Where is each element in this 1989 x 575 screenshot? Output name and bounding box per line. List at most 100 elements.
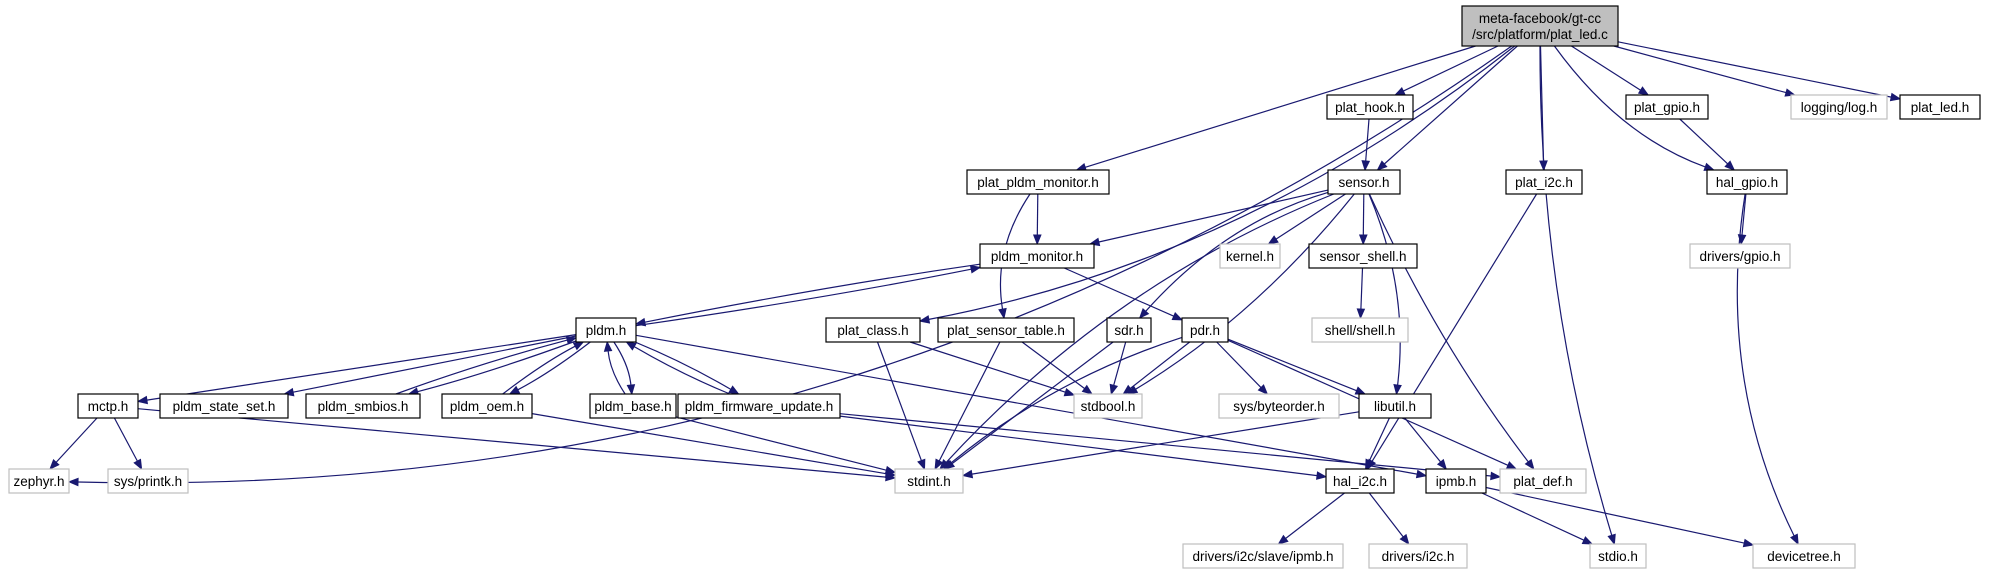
node-root[interactable]: meta-facebook/gt-cc/src/platform/plat_le… [1461, 5, 1619, 47]
edge-pldm-base-to-pldm [607, 350, 626, 395]
edge-arrowhead [1415, 469, 1428, 479]
node-pdr[interactable]: pdr.h [1181, 317, 1229, 343]
node-hal-gpio[interactable]: hal_gpio.h [1706, 169, 1788, 195]
edge-root-to-hal-gpio [1553, 45, 1706, 168]
node-i2c-slave-ipmb: drivers/i2c/slave/ipmb.h [1182, 543, 1344, 569]
edge-pldm-to-pldm-firmware-update [634, 341, 732, 390]
node-ipmb[interactable]: ipmb.h [1425, 468, 1487, 494]
edge-libutil-to-ipmb [1404, 417, 1442, 463]
node-pldm-smbios[interactable]: pldm_smbios.h [305, 393, 421, 419]
node-box [1218, 393, 1340, 419]
node-label: logging/log.h [1801, 100, 1878, 115]
edge-plat-sensor-table-to-stdint [938, 341, 1001, 462]
node-label: devicetree.h [1767, 549, 1841, 564]
node-plat-hook[interactable]: plat_hook.h [1326, 94, 1414, 120]
edge-arrowhead [942, 459, 954, 470]
node-pldm-firmware-update[interactable]: pldm_firmware_update.h [677, 393, 841, 419]
edge-arrowhead [1742, 538, 1755, 548]
edge-pldm-firmware-update-to-pldm [633, 346, 731, 395]
edge-arrowhead [603, 340, 613, 352]
node-box [1106, 317, 1152, 343]
node-plat-gpio[interactable]: plat_gpio.h [1625, 94, 1709, 120]
node-box [677, 393, 841, 419]
edge-pldm-firmware-update-to-plat-def [839, 413, 1492, 477]
node-box [1181, 317, 1229, 343]
node-box [1325, 468, 1395, 494]
node-label: drivers/gpio.h [1699, 249, 1780, 264]
node-box [1308, 243, 1418, 269]
node-logging: logging/log.h [1790, 94, 1888, 120]
node-label: pldm.h [586, 323, 627, 338]
edge-arrowhead [1436, 458, 1448, 471]
node-shell: shell/shell.h [1311, 317, 1409, 343]
edge-pldm-base-to-stdint [675, 416, 887, 471]
edge-pldm-to-ipmb [635, 334, 1418, 475]
node-hal-i2c[interactable]: hal_i2c.h [1325, 468, 1395, 494]
node-plat-pldm-monitor[interactable]: plat_pldm_monitor.h [966, 169, 1110, 195]
node-plat-class[interactable]: plat_class.h [825, 317, 921, 343]
edge-sensor-shell-to-shell [1360, 267, 1364, 310]
node-label: pldm_smbios.h [318, 399, 409, 414]
node-stdio: stdio.h [1589, 543, 1647, 569]
node-box [937, 317, 1075, 343]
node-plat-sensor-table[interactable]: plat_sensor_table.h [937, 317, 1075, 343]
node-libutil[interactable]: libutil.h [1358, 393, 1432, 419]
edge-arrowhead [728, 385, 740, 395]
node-box [107, 468, 189, 494]
node-pldm-oem[interactable]: pldm_oem.h [441, 393, 533, 419]
node-plat-i2c[interactable]: plat_i2c.h [1505, 169, 1583, 195]
node-pldm-monitor[interactable]: pldm_monitor.h [979, 243, 1095, 269]
node-label: pldm_firmware_update.h [685, 399, 834, 414]
node-label: /src/platform/plat_led.c [1472, 27, 1608, 42]
node-box [8, 468, 70, 494]
node-sensor[interactable]: sensor.h [1327, 169, 1401, 195]
node-pldm[interactable]: pldm.h [575, 317, 637, 343]
node-box [1425, 468, 1487, 494]
edge-libutil-to-stdint [971, 411, 1360, 475]
node-label: shell/shell.h [1325, 323, 1396, 338]
edge-arrowhead [1376, 160, 1388, 171]
node-box [1219, 243, 1281, 269]
edge-arrowhead [1081, 384, 1093, 395]
node-sdr[interactable]: sdr.h [1106, 317, 1152, 343]
edge-pdr-to-stdint [950, 336, 1183, 464]
node-layer: meta-facebook/gt-cc/src/platform/plat_le… [8, 5, 1981, 569]
node-box [1499, 468, 1587, 494]
edge-hal-i2c-to-i2c-slave-ipmb [1285, 492, 1345, 539]
node-box [1790, 94, 1888, 120]
node-label: plat_class.h [837, 323, 908, 338]
edge-root-to-plat-hook [1403, 45, 1499, 92]
edge-layer [49, 41, 1902, 548]
node-label: plat_gpio.h [1634, 100, 1700, 115]
node-zephyr: zephyr.h [8, 468, 70, 494]
node-box [894, 468, 964, 494]
node-kernel: kernel.h [1219, 243, 1281, 269]
node-pldm-base[interactable]: pldm_base.h [589, 393, 677, 419]
node-printk: sys/printk.h [107, 468, 189, 494]
edge-pldm-oem-to-stdint [531, 413, 887, 475]
node-label: meta-facebook/gt-cc [1479, 11, 1602, 26]
node-label: sys/printk.h [114, 474, 182, 489]
edge-arrowhead [625, 341, 637, 351]
edge-sensor-to-kernel [1275, 193, 1346, 240]
edge-pldm-to-pldm-base [613, 341, 632, 386]
edge-root-to-stdio [1539, 45, 1613, 536]
edge-pldm-to-pldm-oem [517, 341, 591, 391]
node-box [1358, 393, 1432, 419]
edge-plat-pldm-monitor-to-pldm-monitor [1036, 193, 1039, 236]
edge-sensor-to-stdint [945, 193, 1335, 463]
node-plat-led[interactable]: plat_led.h [1899, 94, 1981, 120]
edge-arrowhead [1490, 471, 1502, 481]
node-pldm-state-set[interactable]: pldm_state_set.h [159, 393, 289, 419]
node-label: plat_def.h [1513, 474, 1572, 489]
edge-arrowhead [67, 477, 79, 487]
node-box [1182, 543, 1344, 569]
node-mctp[interactable]: mctp.h [77, 393, 139, 419]
node-box [77, 393, 139, 419]
node-devicetree: devicetree.h [1752, 543, 1856, 569]
edge-sensor-to-sensor-shell [1362, 193, 1365, 236]
node-box [575, 317, 637, 343]
edge-root-to-sensor [1383, 45, 1518, 165]
node-sensor-shell[interactable]: sensor_shell.h [1308, 243, 1418, 269]
edge-arrowhead [1354, 386, 1367, 395]
